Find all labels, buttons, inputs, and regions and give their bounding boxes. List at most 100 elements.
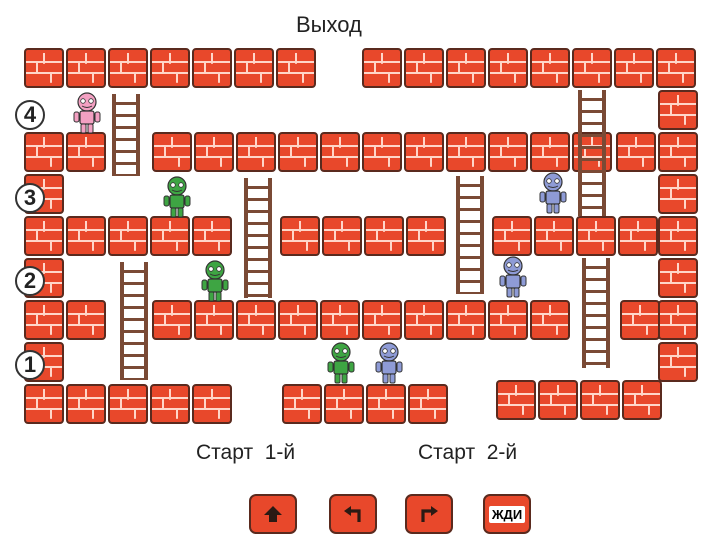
brick <box>362 48 402 88</box>
robot-green <box>201 260 229 302</box>
brick <box>530 300 570 340</box>
brick <box>194 300 234 340</box>
brick <box>66 48 106 88</box>
brick <box>320 132 360 172</box>
exit-label: Выход <box>296 12 362 37</box>
level-number-3: 3 <box>15 183 45 213</box>
brick <box>236 300 276 340</box>
brick <box>492 216 532 256</box>
brick <box>658 90 698 130</box>
brick <box>320 300 360 340</box>
brick <box>658 216 698 256</box>
brick <box>282 384 322 424</box>
brick <box>446 300 486 340</box>
start-label-second: Старт 2-й <box>418 441 518 464</box>
brick <box>192 216 232 256</box>
brick <box>108 216 148 256</box>
robot-green <box>163 176 191 218</box>
brick <box>322 216 362 256</box>
brick <box>362 300 402 340</box>
brick <box>236 132 276 172</box>
brick <box>366 384 406 424</box>
brick <box>656 48 696 88</box>
brick <box>24 48 64 88</box>
brick <box>66 216 106 256</box>
ladder <box>120 262 148 380</box>
brick <box>658 258 698 298</box>
brick <box>658 174 698 214</box>
brick <box>538 380 578 420</box>
brick <box>24 216 64 256</box>
brick <box>404 132 444 172</box>
brick <box>66 300 106 340</box>
brick <box>658 300 698 340</box>
brick <box>580 380 620 420</box>
brick <box>406 216 446 256</box>
level-number-4: 4 <box>15 100 45 130</box>
robot-blue <box>539 172 567 214</box>
ladder <box>456 176 484 294</box>
brick <box>614 48 654 88</box>
brick <box>446 48 486 88</box>
ladder <box>112 94 140 176</box>
brick <box>108 384 148 424</box>
brick <box>446 132 486 172</box>
brick <box>496 380 536 420</box>
brick <box>276 48 316 88</box>
brick <box>488 132 528 172</box>
turn-right-arrow-icon <box>421 506 438 522</box>
brick <box>278 132 318 172</box>
brick <box>404 300 444 340</box>
brick <box>192 48 232 88</box>
ladder <box>244 178 272 298</box>
ladder <box>582 258 610 368</box>
brick <box>530 132 570 172</box>
brick <box>150 384 190 424</box>
robot-pink <box>73 92 101 134</box>
brick <box>278 300 318 340</box>
brick <box>534 216 574 256</box>
brick <box>622 380 662 420</box>
robot-blue <box>499 256 527 298</box>
start-label-first: Старт 1-й <box>196 441 296 464</box>
brick <box>66 384 106 424</box>
brick <box>66 132 106 172</box>
wait-button[interactable]: ЖДИ <box>483 494 531 534</box>
ladder <box>578 90 606 216</box>
brick <box>234 48 274 88</box>
brick <box>152 132 192 172</box>
brick <box>364 216 404 256</box>
brick <box>150 48 190 88</box>
robot-blue <box>375 342 403 384</box>
robot-green <box>327 342 355 384</box>
move-up-button[interactable] <box>249 494 297 534</box>
brick <box>408 384 448 424</box>
brick <box>194 132 234 172</box>
brick <box>362 132 402 172</box>
level-number-2: 2 <box>15 266 45 296</box>
brick <box>576 216 616 256</box>
brick <box>488 300 528 340</box>
brick <box>150 216 190 256</box>
brick <box>324 384 364 424</box>
turn-left-arrow-icon <box>344 506 361 522</box>
turn-right-button[interactable] <box>405 494 453 534</box>
brick <box>24 384 64 424</box>
brick <box>108 48 148 88</box>
brick <box>404 48 444 88</box>
wait-button-label: ЖДИ <box>488 505 526 523</box>
brick <box>620 300 660 340</box>
brick <box>658 132 698 172</box>
brick <box>616 132 656 172</box>
brick <box>24 300 64 340</box>
brick <box>618 216 658 256</box>
brick <box>24 132 64 172</box>
brick <box>530 48 570 88</box>
brick <box>152 300 192 340</box>
brick <box>572 48 612 88</box>
brick <box>658 342 698 382</box>
level-number-1: 1 <box>15 350 45 380</box>
brick <box>280 216 320 256</box>
turn-left-button[interactable] <box>329 494 377 534</box>
